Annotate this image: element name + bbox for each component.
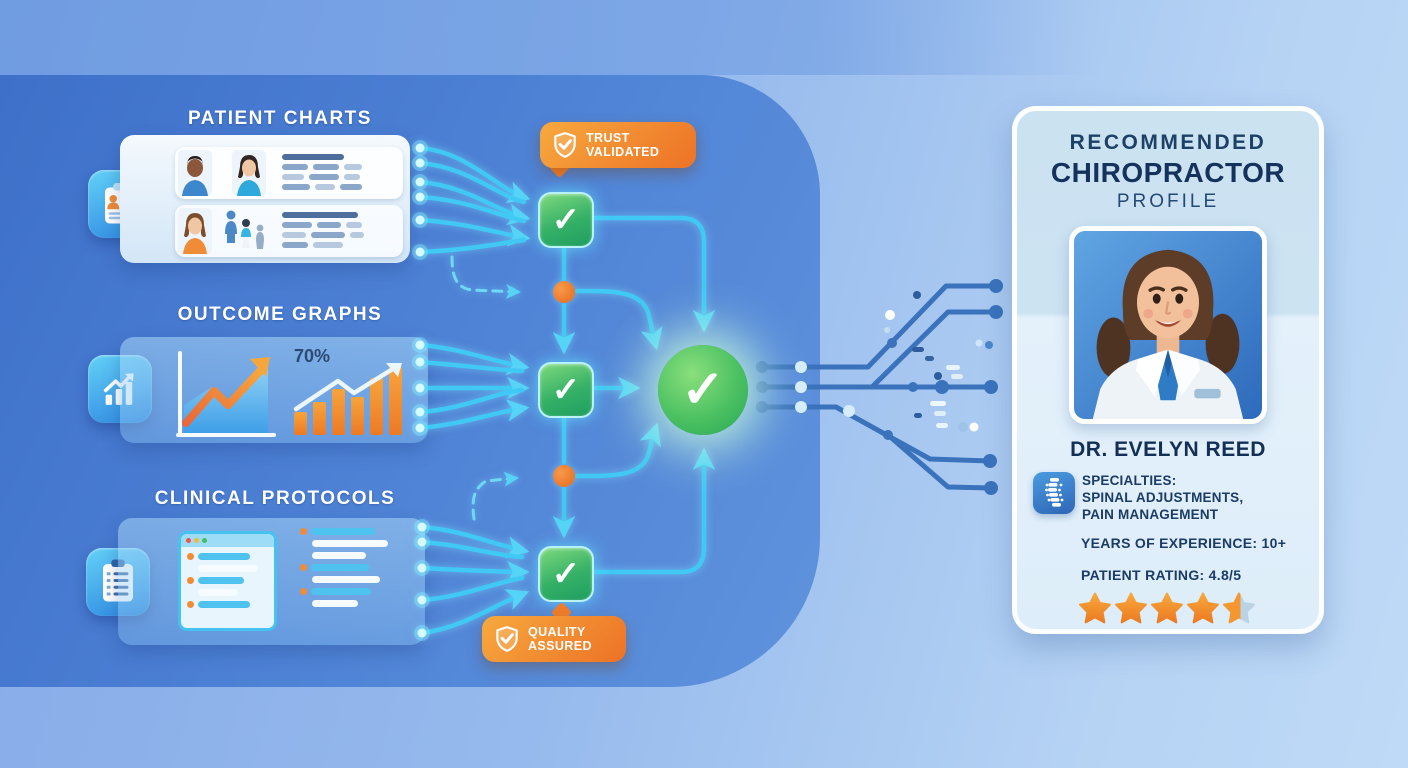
specialty-line-2: PAIN MANAGEMENT: [1082, 507, 1219, 522]
clinical-protocols-title: CLINICAL PROTOCOLS: [154, 488, 396, 509]
card-header-line1: RECOMMENDED: [1069, 131, 1267, 154]
female-patient-avatar-2: [178, 208, 212, 254]
window-dot-yellow: [194, 538, 199, 543]
protocol-window-list: [181, 547, 274, 608]
check-icon: ✓: [551, 201, 581, 239]
protocol-window: [178, 531, 277, 631]
checkpoint-2: ✓: [538, 362, 594, 418]
line-chart-graphic: [176, 351, 276, 437]
card-header-line2: CHIROPRACTOR: [1050, 157, 1286, 188]
background-top-strip: [0, 0, 1408, 75]
shield-check-icon: [554, 132, 576, 158]
quality-assured-badge: QUALITY ASSURED: [482, 616, 626, 662]
outcome-graphs-panel: 70%: [120, 337, 428, 443]
specialties-row: SPECIALTIES: SPINAL ADJUSTMENTS, PAIN MA…: [1017, 472, 1319, 523]
rating-label: PATIENT RATING: 4.8/5: [1081, 567, 1242, 583]
junction-dot-1: [553, 281, 575, 303]
percent-label: 70%: [294, 346, 331, 366]
male-patient-avatar: [178, 150, 212, 196]
trust-validated-badge: TRUST VALIDATED: [540, 122, 696, 168]
star-icon-full: [1115, 592, 1147, 624]
patient-record-lines: [282, 154, 396, 190]
final-validation-check: ✓: [658, 345, 748, 435]
window-titlebar: [181, 534, 274, 547]
chiropractor-profile-card: RECOMMENDED CHIROPRACTOR PROFILE: [1012, 106, 1324, 634]
data-bits-decoration: [884, 291, 993, 432]
check-icon: ✓: [551, 371, 581, 409]
doctor-portrait-illustration: [1074, 231, 1262, 419]
patient-charts-title: PATIENT CHARTS: [188, 108, 372, 129]
quality-badge-line1: QUALITY: [528, 624, 586, 639]
trust-badge-line1: TRUST: [586, 130, 630, 145]
patient-record-row: [175, 147, 403, 199]
quality-badge-line2: ASSURED: [528, 639, 592, 653]
protocol-checklist: [300, 528, 418, 612]
checkpoint-1: ✓: [538, 192, 594, 248]
star-icon-full: [1151, 592, 1183, 624]
experience-label: YEARS OF EXPERIENCE: 10+: [1081, 535, 1287, 551]
panel-edge-glow-dots: [412, 140, 430, 641]
bar-chart-graphic: [293, 363, 402, 435]
window-dot-red: [186, 538, 191, 543]
doctor-photo: [1069, 226, 1267, 424]
family-record-row: [175, 205, 403, 257]
specialties-text: SPECIALTIES: SPINAL ADJUSTMENTS, PAIN MA…: [1082, 472, 1243, 523]
window-dot-green: [202, 538, 207, 543]
check-icon: ✓: [681, 361, 725, 419]
patient-charts-panel: [120, 135, 410, 263]
shield-check-icon: [496, 626, 518, 652]
female-patient-avatar: [232, 150, 266, 196]
trust-badge-line2: VALIDATED: [586, 145, 660, 159]
junction-dot-2: [553, 465, 575, 487]
clinical-protocols-panel: [118, 518, 425, 645]
star-icon-full: [1187, 592, 1219, 624]
spine-icon: [1033, 472, 1075, 514]
spine-glyph: [1045, 478, 1064, 507]
doctor-name: DR. EVELYN REED: [1070, 438, 1266, 461]
outcome-graphs-title: OUTCOME GRAPHS: [177, 304, 383, 325]
star-icon-partial: [1223, 592, 1255, 624]
checkpoint-3: ✓: [538, 546, 594, 602]
family-icons: [225, 210, 264, 249]
specialties-label: SPECIALTIES:: [1082, 473, 1177, 488]
specialty-line-1: SPINAL ADJUSTMENTS,: [1082, 490, 1244, 505]
star-rating: [1079, 592, 1319, 624]
star-icon-full: [1079, 592, 1111, 624]
card-header-line3: PROFILE: [1116, 191, 1220, 212]
check-icon: ✓: [551, 555, 581, 593]
family-record-lines: [282, 212, 396, 248]
